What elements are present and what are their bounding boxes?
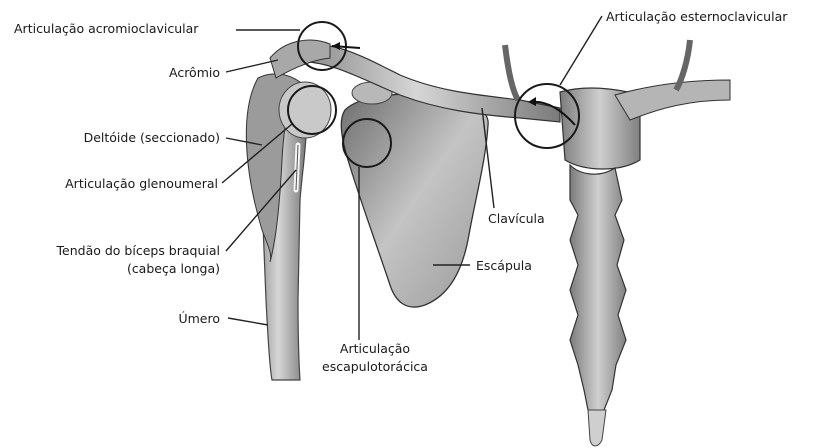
label-biceps-line2: (cabeça longa)	[20, 261, 220, 277]
leader-esternoclavicular	[560, 16, 602, 85]
label-acromioclavicular: Articulação acromioclavicular	[14, 21, 198, 37]
sternum-body	[570, 165, 626, 417]
label-escapulotoracica-line2: escapulotorácica	[300, 359, 450, 375]
leader-umero	[228, 318, 268, 325]
label-acromio: Acrômio	[120, 65, 220, 81]
label-escapulotoracica-line1: Articulação	[300, 341, 450, 357]
label-escapula: Escápula	[476, 258, 532, 274]
xiphoid-process	[588, 410, 606, 446]
first-rib	[615, 80, 730, 120]
scapula	[341, 94, 488, 307]
label-deltoide: Deltóide (seccionado)	[30, 130, 220, 146]
leader-acromio	[226, 60, 278, 72]
acromion	[270, 40, 330, 78]
humeral-head	[279, 82, 331, 138]
label-clavicula: Clavícula	[488, 211, 545, 227]
label-glenoumeral: Articulação glenoumeral	[30, 176, 218, 192]
label-biceps-line1: Tendão do bíceps braquial	[20, 243, 220, 259]
label-esternoclavicular: Articulação esternoclavicular	[606, 9, 787, 25]
label-umero: Úmero	[120, 311, 220, 327]
